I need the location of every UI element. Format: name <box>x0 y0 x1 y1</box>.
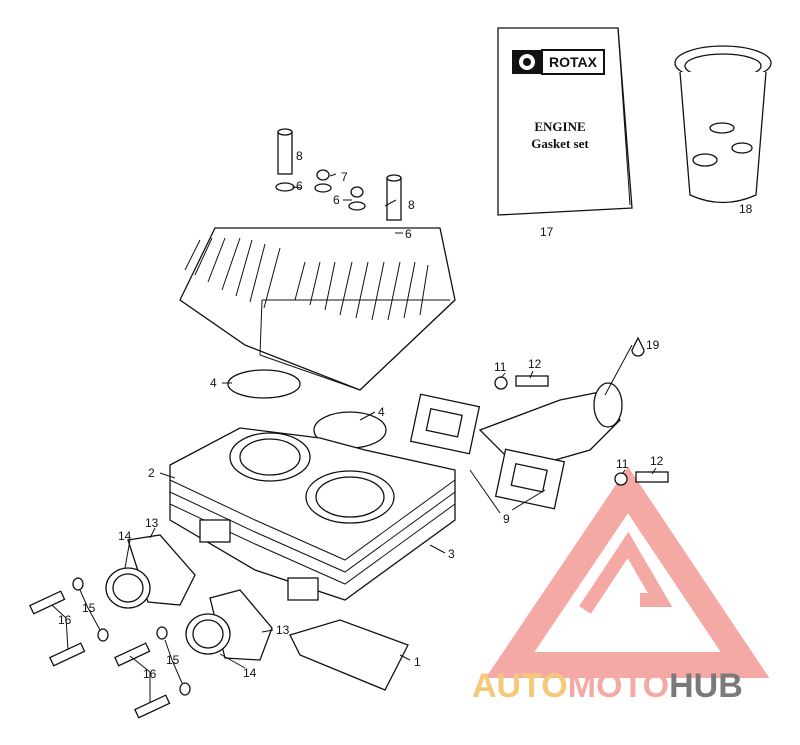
callout-16-right: 16 <box>143 667 157 681</box>
callout-2: 2 <box>148 466 155 480</box>
callout-1: 1 <box>414 655 421 669</box>
callout-15-left: 15 <box>82 601 96 615</box>
watermark-hub: HUB <box>669 667 743 705</box>
exhaust-manifold <box>409 336 645 510</box>
watermark-text: AUTOMOTOHUB <box>472 667 743 705</box>
leader-lines <box>51 173 657 702</box>
callout-16-left: 16 <box>58 613 72 627</box>
callout-8-top: 8 <box>296 149 303 163</box>
callout-19: 19 <box>646 338 660 352</box>
callout-13-right: 13 <box>276 623 290 637</box>
gasket-set-booklet: ROTAX ENGINE Gasket set <box>497 27 633 216</box>
cylinder-head <box>179 227 456 391</box>
callout-12-top: 12 <box>528 357 542 371</box>
callout-6-left: 6 <box>296 179 303 193</box>
callout-15-right: 15 <box>166 653 180 667</box>
callout-17: 17 <box>540 225 554 239</box>
watermark-inner-mark <box>579 531 673 614</box>
callout-9: 9 <box>503 512 510 526</box>
callout-3: 3 <box>448 547 455 561</box>
cylinder-liner <box>674 45 772 204</box>
intake-flanges <box>105 534 273 661</box>
callout-4-right: 4 <box>378 405 385 419</box>
callout-18: 18 <box>739 202 753 216</box>
head-studs <box>275 128 405 239</box>
callout-6-right: 6 <box>405 227 412 241</box>
callout-11-top: 11 <box>494 360 507 374</box>
watermark-moto: MOTO <box>568 667 669 705</box>
manifold-bolts <box>494 375 669 486</box>
callout-labels: 8 7 6 6 8 6 17 18 19 11 12 4 4 2 11 12 9… <box>58 149 753 681</box>
callout-4-left: 4 <box>210 376 217 390</box>
callout-11-bottom: 11 <box>616 457 629 471</box>
watermark-auto: AUTO <box>472 667 568 705</box>
watermark-triangle <box>485 466 770 678</box>
watermark-logo <box>485 466 770 678</box>
booklet-title-line1: ENGINE <box>534 119 585 134</box>
callout-14-left: 14 <box>118 529 132 543</box>
callout-6-mid: 6 <box>333 193 340 207</box>
booklet-brand: ROTAX <box>549 54 598 70</box>
callout-12-bottom: 12 <box>650 454 664 468</box>
callout-8-right: 8 <box>408 198 415 212</box>
o-ring-left <box>227 369 301 399</box>
callout-14-right: 14 <box>243 666 257 680</box>
booklet-title-line2: Gasket set <box>531 136 589 151</box>
callout-13-left: 13 <box>145 516 159 530</box>
intake-bolts <box>29 577 191 719</box>
base-gasket <box>289 619 409 691</box>
callout-7: 7 <box>341 170 348 184</box>
cylinder-block <box>169 427 456 601</box>
